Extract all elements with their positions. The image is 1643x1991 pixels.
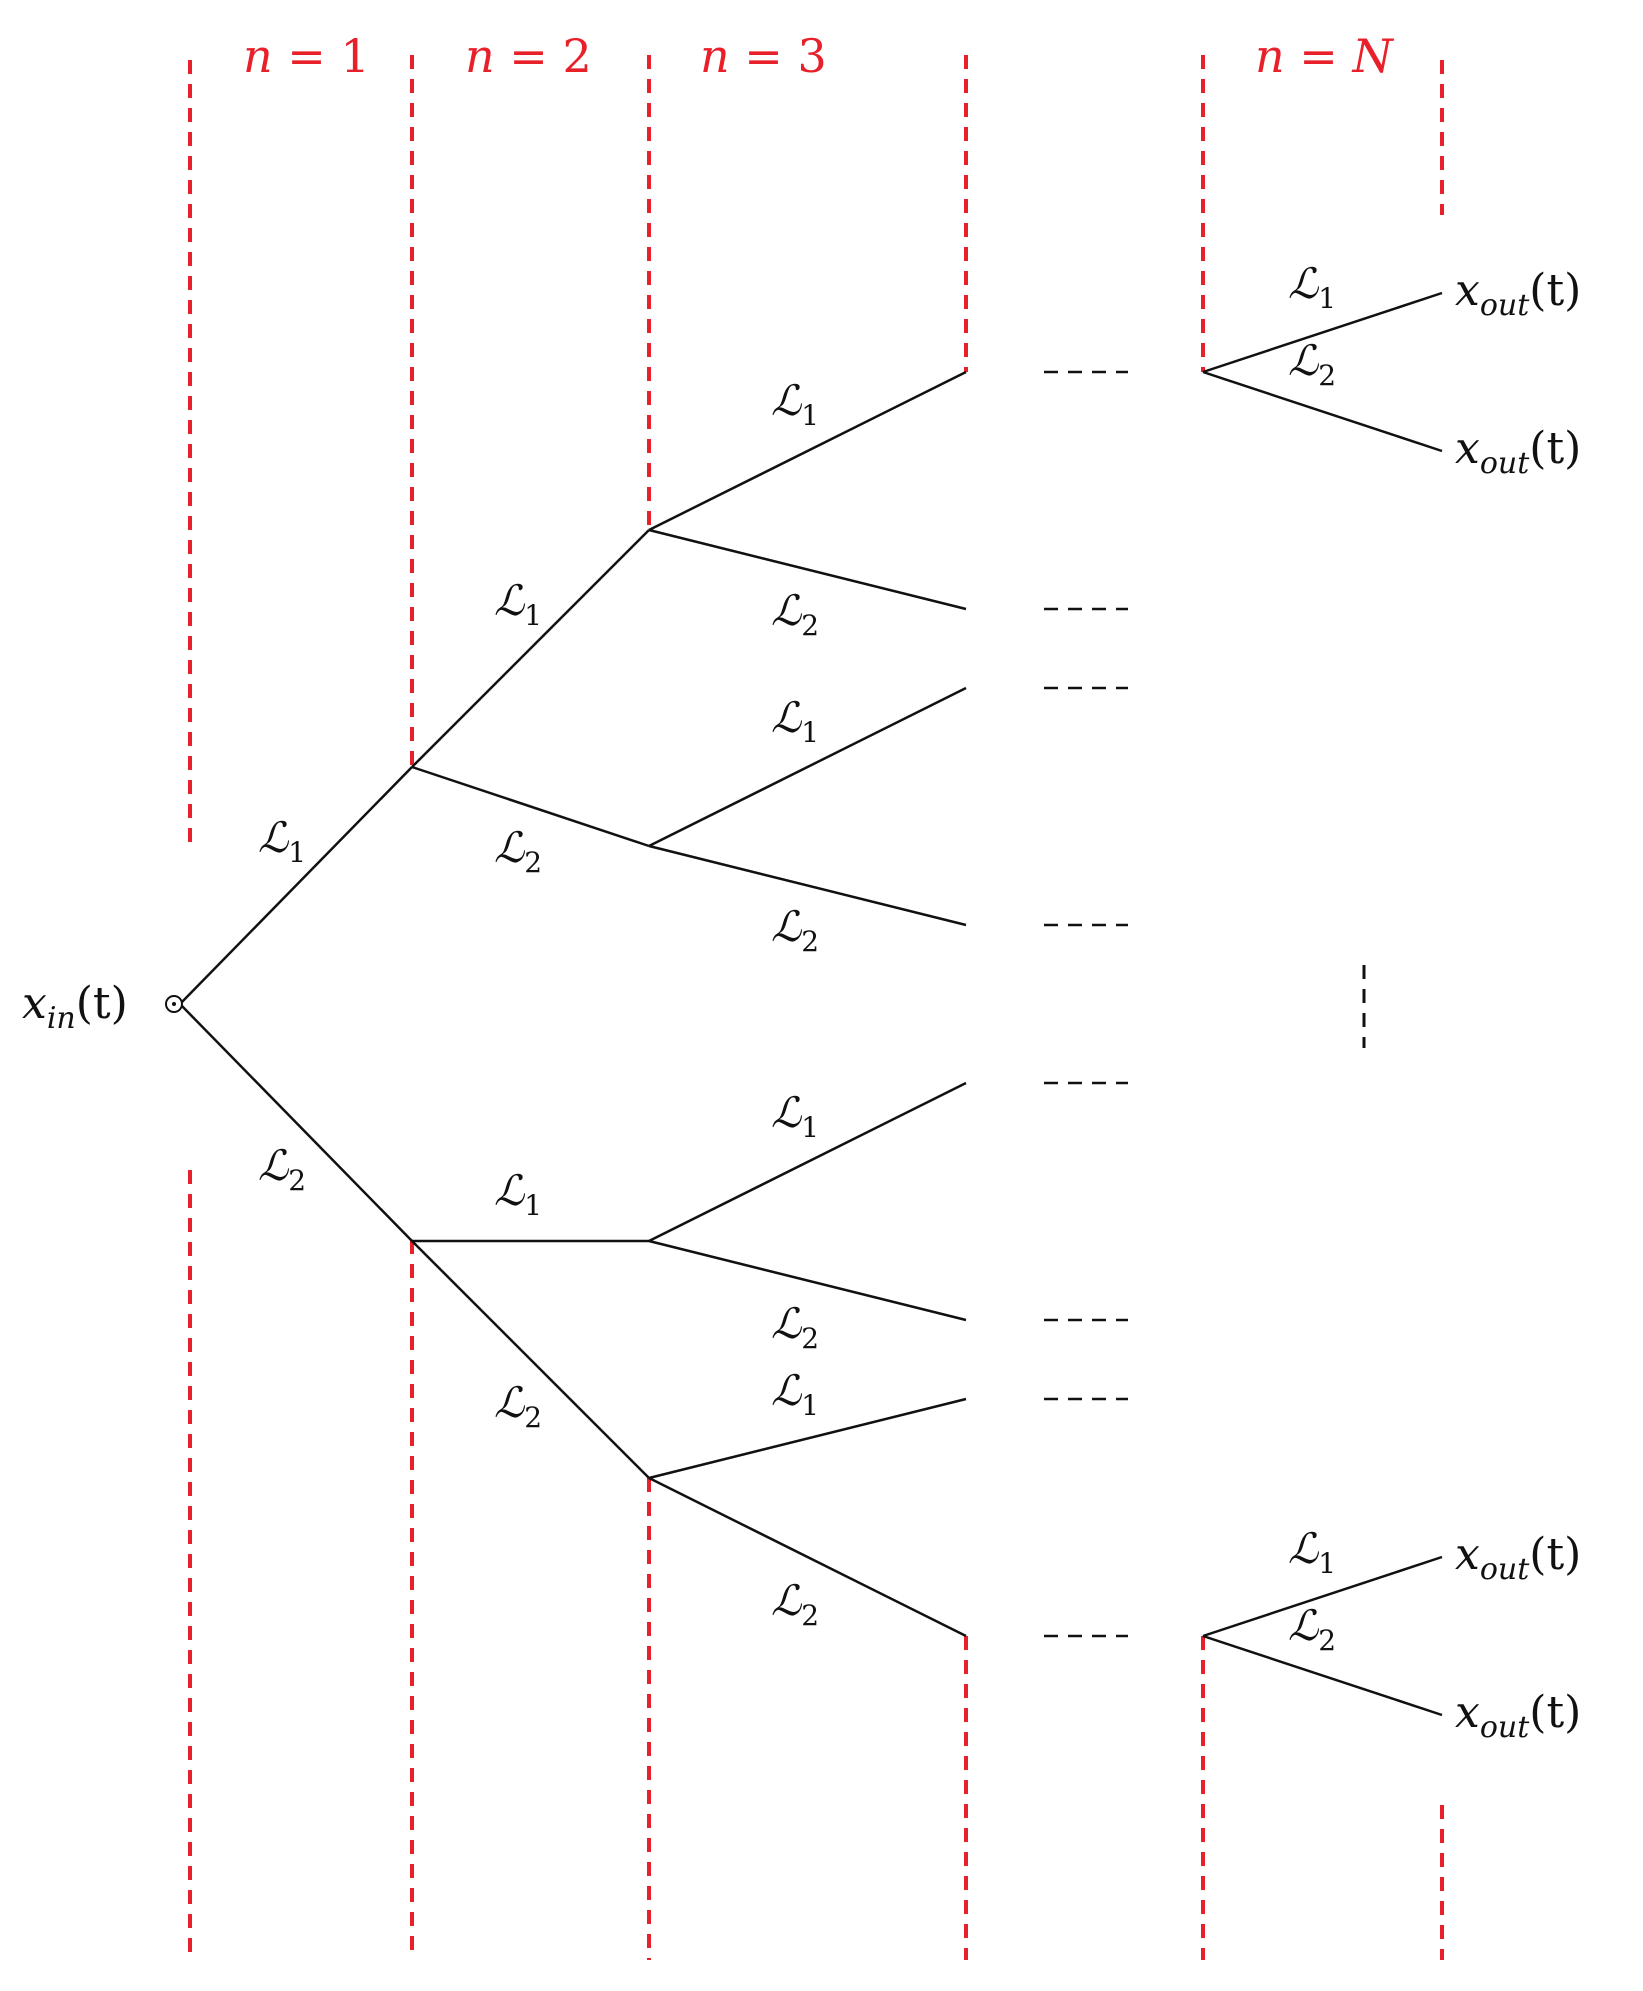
stage-label-3: n = 3: [700, 29, 827, 83]
operator-label-L1: ℒ1: [1288, 1524, 1336, 1580]
edge-ba-L1: [648, 1081, 967, 1243]
output-label-4: xout(t): [1455, 1687, 1581, 1745]
stage-label-N: n = N: [1255, 29, 1394, 83]
edge-bb-L1: [648, 1397, 967, 1480]
edge-b-L2: [411, 1240, 650, 1479]
stage-label-1: n = 1: [243, 29, 370, 83]
operator-label-L2: ℒ2: [771, 902, 819, 958]
operator-label-L1: ℒ1: [771, 1088, 819, 1144]
edge-ab-L2: [648, 844, 967, 927]
continuation-dashes: [1044, 370, 1366, 1638]
output-label-3: xout(t): [1455, 1529, 1581, 1587]
edge-a-L1: [411, 529, 650, 768]
stage-label-2: n = 2: [465, 29, 592, 83]
root-node-dot: [172, 1002, 176, 1006]
operator-label-L2: ℒ2: [771, 586, 819, 642]
edge-root-L2: [179, 1003, 413, 1242]
tree-edges: [179, 291, 1443, 1717]
edge-bb-L2: [648, 1476, 967, 1638]
operator-label-L1: ℒ1: [771, 376, 819, 432]
operator-labels: ℒ1 ℒ2 ℒ1 ℒ2 ℒ1 ℒ2 ℒ1 ℒ2 ℒ1 ℒ2 ℒ1 ℒ2 ℒ1 ℒ…: [258, 259, 1336, 1657]
edge-root-L1: [179, 766, 413, 1005]
operator-label-L2: ℒ2: [494, 823, 542, 879]
output-label-2: xout(t): [1455, 423, 1581, 481]
edge-top-N-L2: [1202, 370, 1443, 453]
operator-label-L1: ℒ1: [494, 576, 542, 632]
operator-label-L1: ℒ1: [771, 693, 819, 749]
operator-label-L2: ℒ2: [771, 1299, 819, 1355]
edge-ab-L1: [648, 686, 967, 848]
operator-label-L1: ℒ1: [258, 813, 306, 869]
operator-label-L2: ℒ2: [1288, 1601, 1336, 1657]
operator-label-L2: ℒ2: [771, 1576, 819, 1632]
edge-bot-N-L2: [1202, 1634, 1443, 1717]
operator-label-L1: ℒ1: [1288, 259, 1336, 315]
output-label-1: xout(t): [1455, 265, 1581, 323]
input-label: xin(t): [22, 978, 128, 1036]
edge-aa-L2: [648, 528, 967, 611]
operator-label-L2: ℒ2: [258, 1141, 306, 1197]
operator-label-L2: ℒ2: [1288, 336, 1336, 392]
input-node: xin(t): [22, 978, 183, 1036]
operator-label-L1: ℒ1: [494, 1166, 542, 1222]
edge-bot-N-L1: [1202, 1555, 1443, 1638]
edge-aa-L1: [648, 370, 967, 532]
edge-ba-L2: [648, 1239, 967, 1322]
operator-label-L2: ℒ2: [494, 1378, 542, 1434]
edge-top-N-L1: [1202, 291, 1443, 374]
operator-label-L1: ℒ1: [771, 1366, 819, 1422]
edge-a-L2: [411, 765, 650, 848]
stage-boundaries: [188, 55, 1444, 1960]
